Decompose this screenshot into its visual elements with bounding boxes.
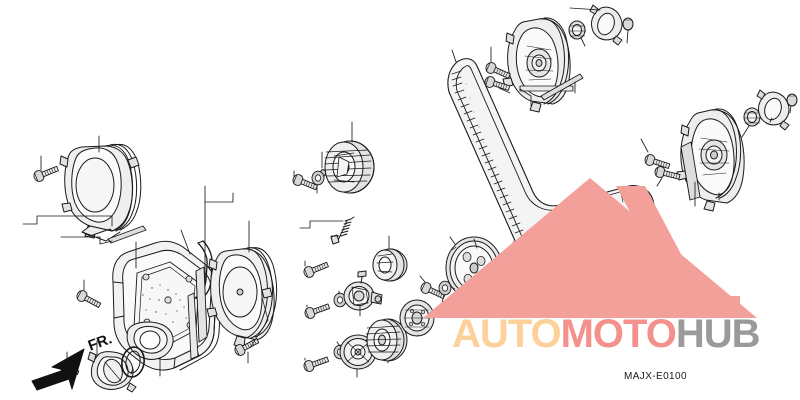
fr-direction-arrow [31,348,85,391]
part-14-camshaft-pulley-upper [324,140,375,194]
part-8-front-timing-cover-right [206,247,278,348]
diagram-code-label: MAJX-E0100 [624,371,687,382]
part-6-rear-timing-cover [59,143,142,242]
part-34-rubber-bushing-lower [743,107,762,127]
part-25-idler-pulley [372,248,408,282]
part-7-seal-strip-assembly [187,266,208,360]
part-9-pump-cover-plate [87,351,137,393]
part-35-grommet-upper [622,17,634,31]
part-11-crankshaft-timing-pulley [365,318,408,362]
part-17-belt-tensioner [343,270,383,311]
part-21-seal-strip-upper [540,73,584,101]
part-34-rubber-bushing-upper [568,20,587,40]
fr-direction-label: FR. [85,330,115,355]
part-35-grommet-lower [786,93,798,107]
part-22-cover-seal-upper [589,4,623,46]
part-22-cover-seal-lower [756,89,790,131]
